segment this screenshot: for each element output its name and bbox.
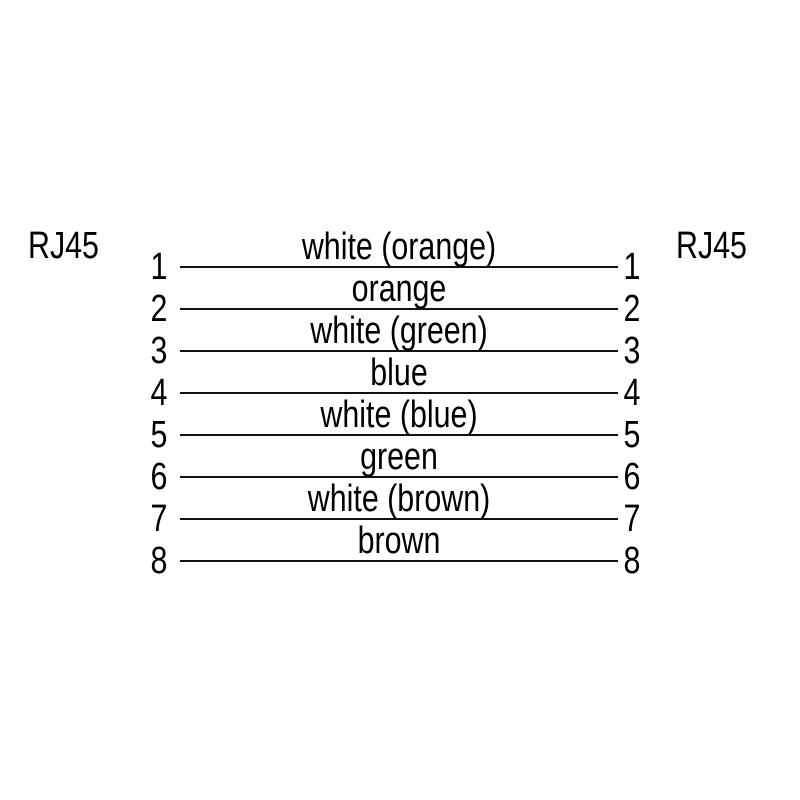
- pin-number-right: 6: [623, 456, 641, 498]
- pin-number-left: 8: [150, 540, 168, 582]
- wire-color-label: white (brown): [307, 478, 491, 520]
- pin-number-right: 5: [623, 414, 641, 456]
- wire-color-label: white (green): [310, 310, 488, 352]
- wire-line: [180, 476, 618, 478]
- wire-color-label: blue: [370, 352, 428, 394]
- pin-number-left: 6: [150, 456, 168, 498]
- pin-number-right: 8: [623, 540, 641, 582]
- pin-number-right: 7: [623, 498, 641, 540]
- wire-line: [180, 308, 618, 310]
- pin-number-left: 4: [150, 372, 168, 414]
- wire-line: [180, 392, 618, 394]
- pin-number-left: 5: [150, 414, 168, 456]
- wire-line: [180, 266, 618, 268]
- pin-number-left: 7: [150, 498, 168, 540]
- rj45-label-right: RJ45: [676, 225, 747, 267]
- pin-number-left: 3: [150, 330, 168, 372]
- pin-number-right: 3: [623, 330, 641, 372]
- pin-number-left: 2: [150, 288, 168, 330]
- pin-number-left: 1: [150, 246, 168, 288]
- pin-number-right: 4: [623, 372, 641, 414]
- wire-color-label: brown: [357, 520, 441, 562]
- pin-number-right: 2: [623, 288, 641, 330]
- wire-color-label: white (orange): [301, 226, 497, 268]
- rj45-label-left: RJ45: [28, 225, 99, 267]
- wire-color-label: white (blue): [320, 394, 478, 436]
- wire-color-label: orange: [351, 268, 447, 310]
- wire-line: [180, 518, 618, 520]
- wire-line: [180, 350, 618, 352]
- wire-color-label: green: [360, 436, 438, 478]
- wire-line: [180, 434, 618, 436]
- pin-number-right: 1: [623, 246, 641, 288]
- wire-line: [180, 560, 618, 562]
